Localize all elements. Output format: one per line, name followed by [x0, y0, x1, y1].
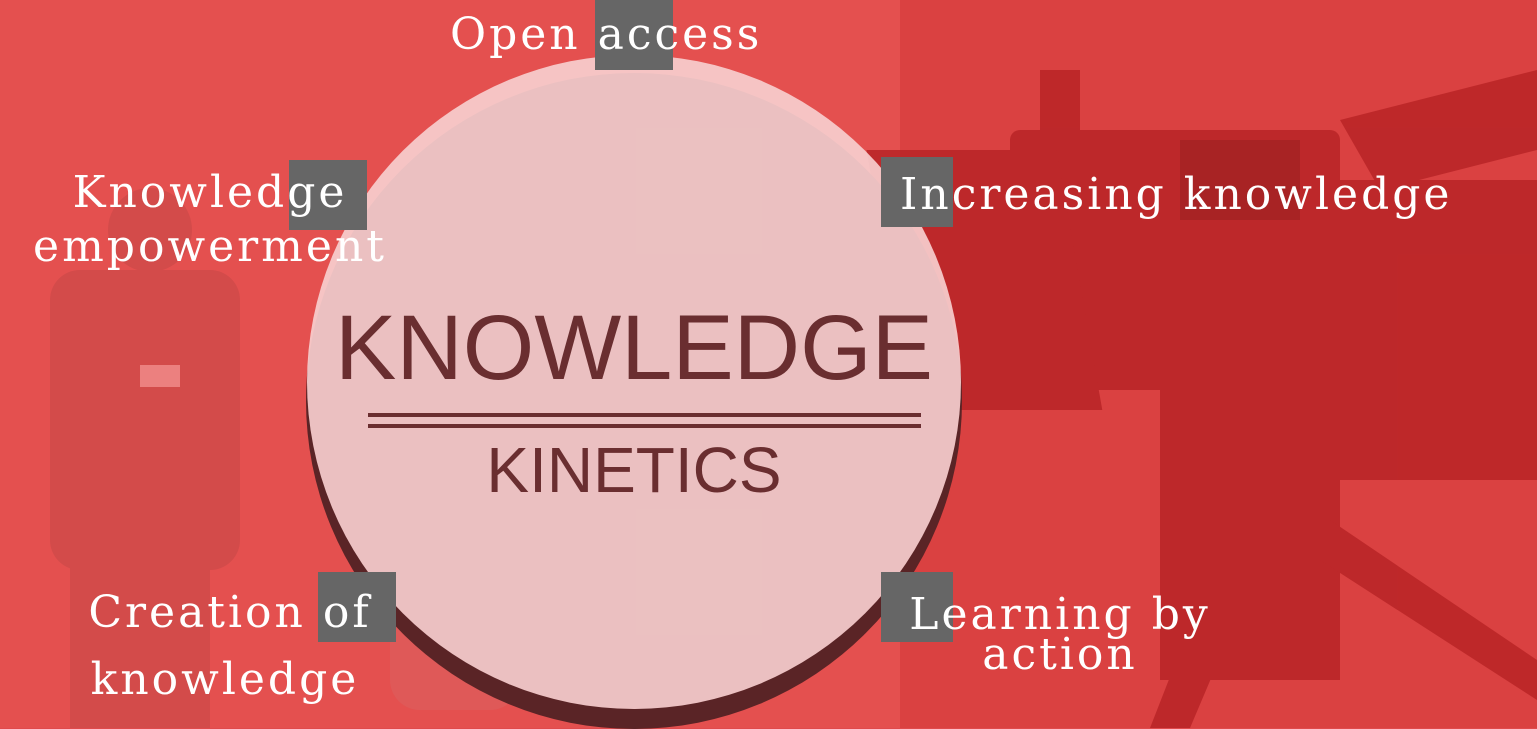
marker-bottom-right [881, 572, 953, 642]
marker-top [595, 0, 673, 70]
title-divider-top [368, 413, 921, 417]
label-learning-by-action-2: action [982, 629, 1138, 680]
label-creation-of-knowledge-2: knowledge [90, 654, 360, 705]
person-left-silhouette [50, 188, 240, 728]
tv-camera-silhouette [866, 70, 1537, 728]
marker-top-right [881, 157, 953, 227]
center-subtitle: KINETICS [486, 434, 782, 506]
label-creation-of-knowledge-1: Creation of [88, 587, 372, 638]
marker-top-left [289, 160, 367, 230]
label-knowledge-empowerment-1: Knowledge [72, 167, 348, 218]
label-open-access: Open access [450, 9, 763, 60]
label-increasing-knowledge: Increasing knowledge [900, 169, 1453, 220]
central-circle [307, 55, 961, 709]
marker-bottom-left [318, 572, 396, 642]
title-divider-bottom [368, 424, 921, 428]
center-title: KNOWLEDGE [334, 297, 934, 399]
label-learning-by-action-1: Learning by [909, 589, 1211, 640]
label-knowledge-empowerment-2: empowerment [33, 221, 387, 272]
